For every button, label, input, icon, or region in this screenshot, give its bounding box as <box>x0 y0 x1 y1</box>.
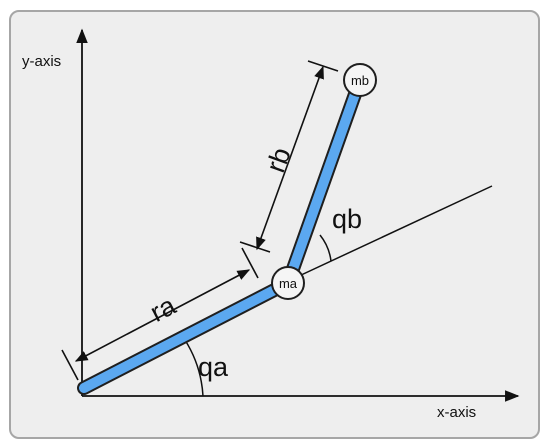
ra-tick-joint <box>241 247 259 279</box>
ra-dimension-arrow <box>74 269 251 362</box>
joint-mb-circle <box>343 63 377 97</box>
joint-mb-label: mb <box>351 73 369 88</box>
ra-tick-base <box>61 349 79 381</box>
y-axis-label: y-axis <box>22 53 61 70</box>
x-axis-label: x-axis <box>437 404 476 421</box>
joint-ma-label: ma <box>279 276 298 291</box>
joint-ma-circle <box>271 266 305 300</box>
angle-qb-label: qb <box>332 204 362 234</box>
diagram-frame <box>9 10 540 439</box>
rb-tick-joint <box>239 241 271 253</box>
link-a-extension-line <box>283 185 493 284</box>
rb-dimension-arrow <box>256 65 324 251</box>
angle-qa-label: qa <box>198 352 229 382</box>
